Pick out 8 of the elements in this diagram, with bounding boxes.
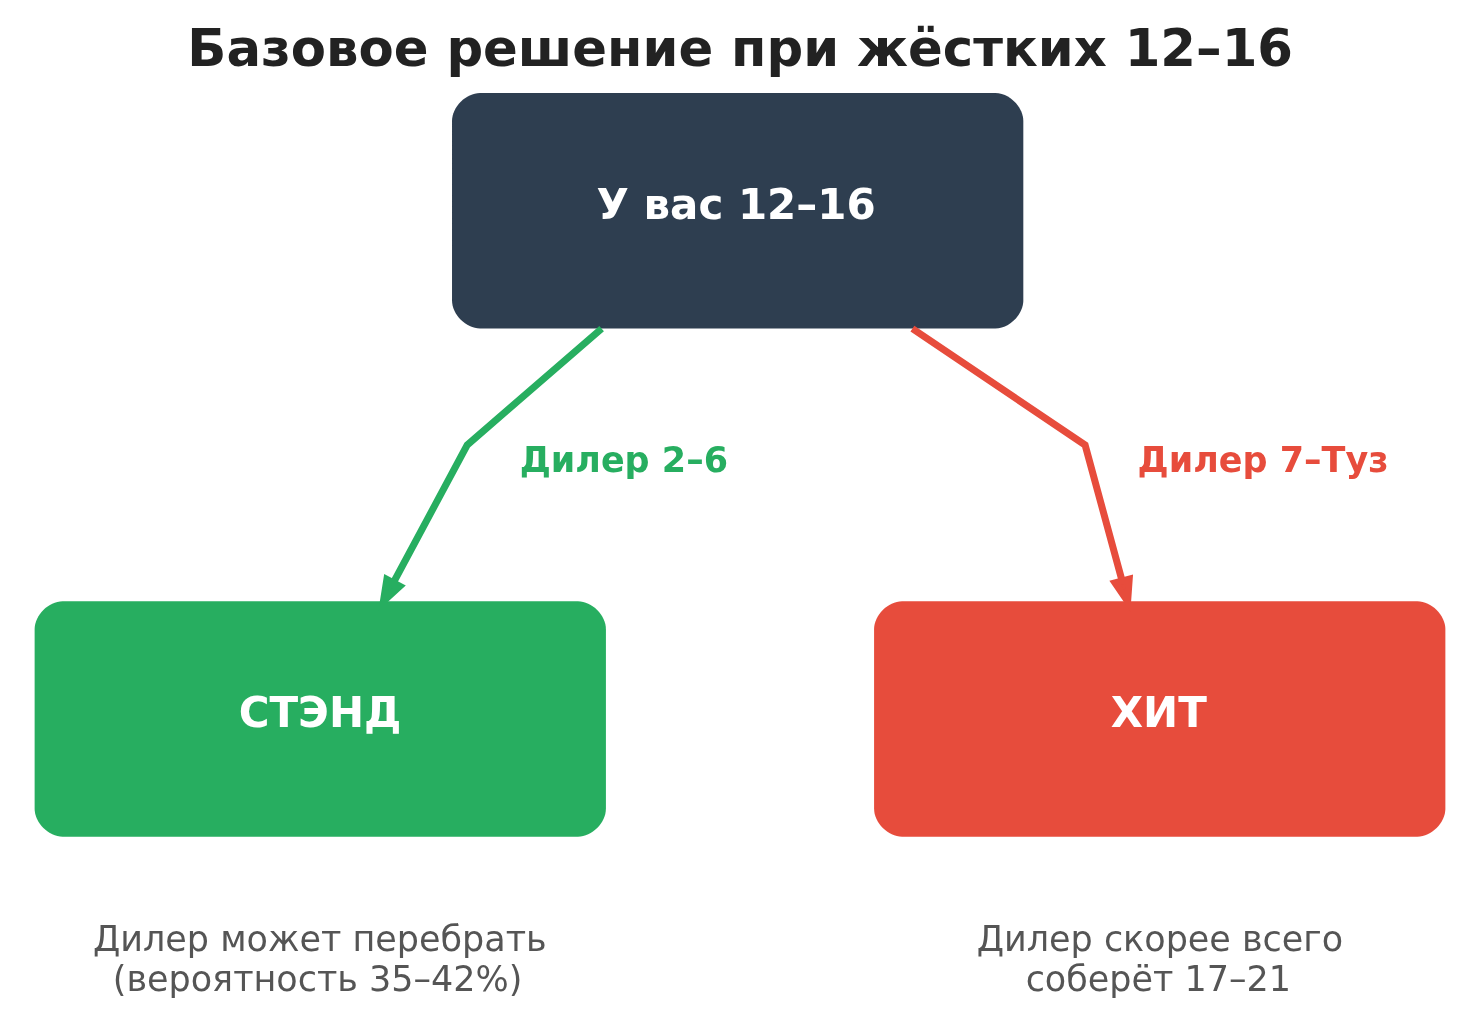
diagram-title: Базовое решение при жёстких 12–16: [187, 17, 1294, 78]
edge-label: Дилер 2–6: [519, 439, 728, 480]
node-box: СТЭНД: [34, 600, 606, 837]
node-label: Дилер может перебрать (вероятность 35–42%): [92, 918, 547, 999]
edge-label: Дилер 7–Туз: [1137, 439, 1389, 480]
node-box: У вас 12–16: [452, 92, 1024, 328]
node-box: ХИТ: [874, 600, 1446, 837]
node-label: Дилер скорее всего соберёт 17–21: [976, 918, 1344, 999]
